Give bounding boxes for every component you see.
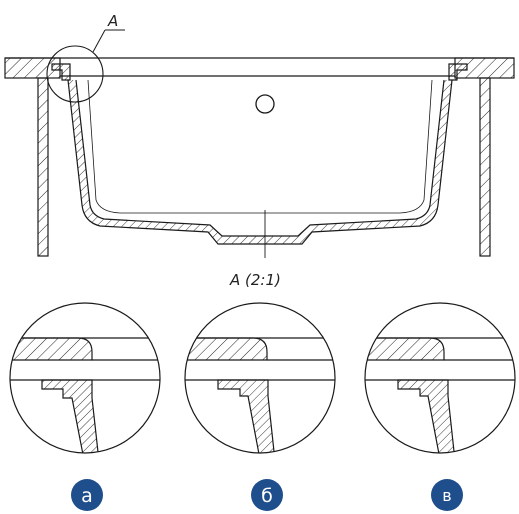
sink-wall-section-b — [217, 379, 277, 453]
detail-variant-c — [364, 302, 516, 454]
callout-label: A — [107, 12, 118, 30]
detail-title: A (2:1) — [229, 271, 281, 289]
detail-circle-c — [364, 302, 516, 454]
sink-wall-section-c — [397, 379, 457, 453]
callout-leader — [92, 29, 106, 53]
variant-badge-a: а — [71, 479, 103, 511]
detail-variant-b — [184, 302, 336, 454]
variant-badge-c: в — [431, 479, 463, 511]
countertop-section-a — [10, 337, 93, 361]
sink-bowl-outer — [67, 79, 453, 245]
detail-callout-circle — [46, 45, 104, 103]
sink-rim-right — [448, 63, 468, 81]
sink-rim-left — [51, 63, 71, 81]
cabinet-wall-right — [479, 77, 491, 257]
detail-circle-b — [184, 302, 336, 454]
detail-variant-a — [9, 302, 161, 454]
overflow-hole — [255, 94, 275, 114]
variant-badge-b: б — [251, 479, 283, 511]
sink-section-view — [4, 29, 515, 258]
countertop-section-b — [185, 337, 268, 361]
sink-back-contour — [87, 79, 433, 214]
cabinet-wall-left — [37, 77, 49, 257]
variant-label-b: б — [261, 485, 273, 507]
variant-label-a: а — [81, 485, 93, 507]
variant-label-c: в — [442, 486, 451, 505]
sink-wall-section-a — [41, 379, 101, 453]
detail-circle-a — [9, 302, 161, 454]
countertop-section-c — [365, 337, 445, 361]
